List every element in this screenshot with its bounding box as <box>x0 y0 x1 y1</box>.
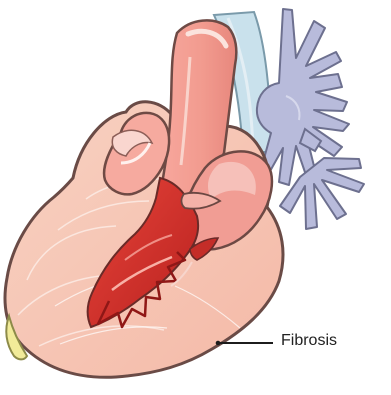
pulmonary-vessels <box>257 9 364 229</box>
fibrosis-label: Fibrosis <box>281 332 337 350</box>
